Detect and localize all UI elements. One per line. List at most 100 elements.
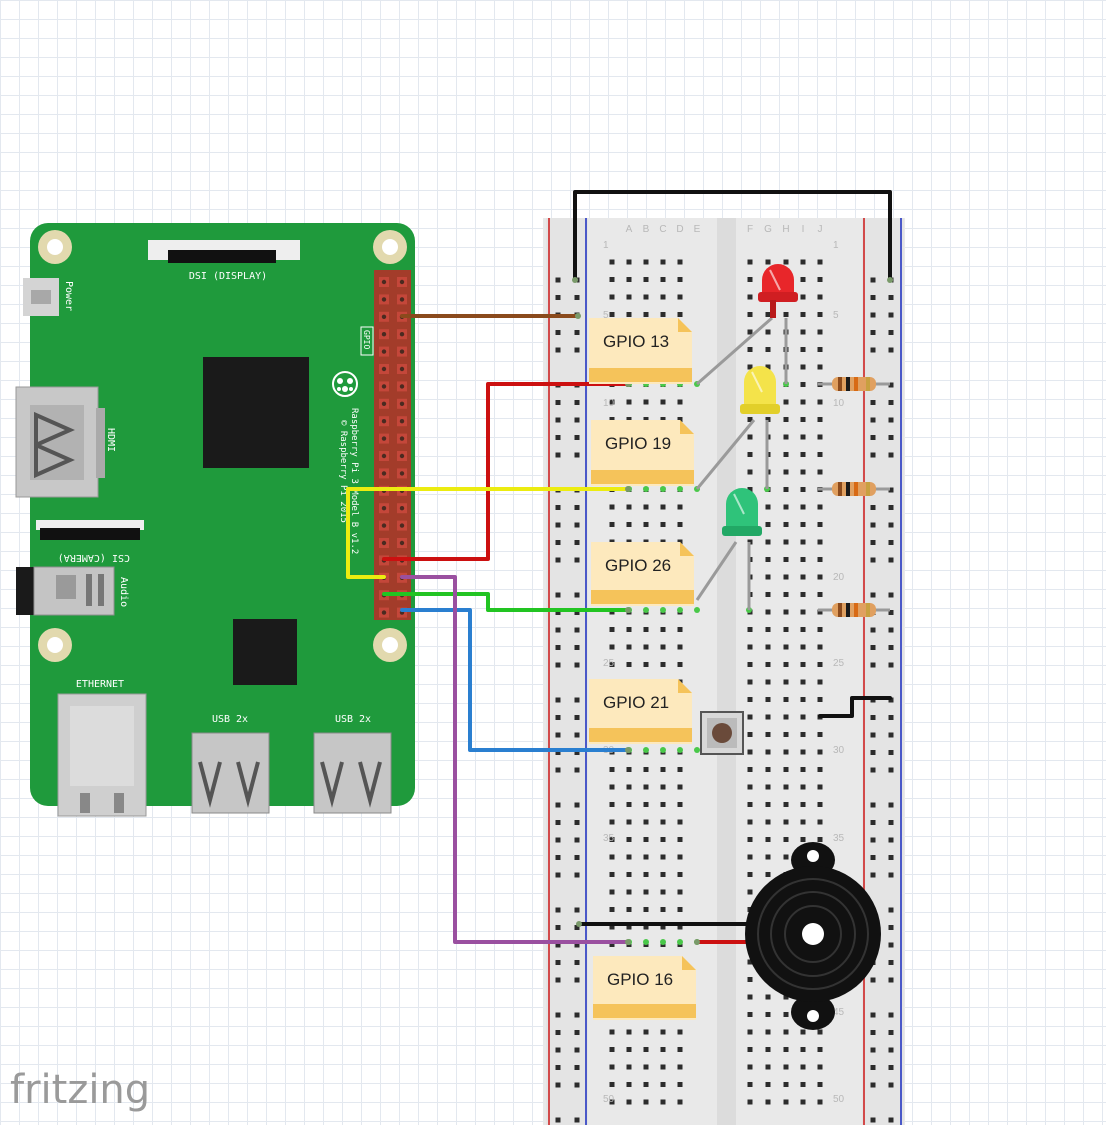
breadboard-hole xyxy=(626,277,632,282)
rail-hole xyxy=(574,1082,580,1088)
breadboard-hole xyxy=(643,1099,649,1105)
rail-hole xyxy=(574,330,580,335)
copyright-label: © Raspberry Pi 2015 xyxy=(338,420,348,523)
breadboard-hole xyxy=(800,364,806,370)
breadboard-hole xyxy=(677,819,683,825)
raspberry-logo xyxy=(332,371,358,397)
breadboard-hole xyxy=(747,819,753,825)
row-number: 25 xyxy=(833,658,845,669)
breadboard-hole xyxy=(765,574,771,580)
breadboard-hole xyxy=(660,399,666,405)
column-letter: D xyxy=(676,224,683,235)
connected-hole xyxy=(643,939,649,945)
rail-hole xyxy=(555,960,561,965)
rail-hole xyxy=(574,610,580,615)
breadboard-hole xyxy=(765,662,771,667)
breadboard-hole xyxy=(626,872,632,877)
note-gpio-26: GPIO 26 xyxy=(591,542,694,606)
breadboard-hole xyxy=(747,1099,753,1105)
breadboard-hole xyxy=(800,277,806,282)
breadboard-hole xyxy=(660,259,666,265)
breadboard-hole xyxy=(817,434,823,440)
rail-hole xyxy=(870,312,876,318)
breadboard-hole xyxy=(765,872,771,877)
note-gpio-16: GPIO 16 xyxy=(593,956,696,1020)
rail-hole xyxy=(870,1082,876,1088)
connected-hole xyxy=(694,607,700,613)
breadboard-hole xyxy=(817,399,823,405)
row-number: 5 xyxy=(833,310,839,321)
rail-hole xyxy=(574,837,580,843)
rail-hole xyxy=(555,1047,561,1053)
breadboard-hole xyxy=(817,662,823,667)
breadboard-hole xyxy=(626,1029,632,1035)
breadboard-hole xyxy=(817,329,823,335)
breadboard-hole xyxy=(783,399,789,405)
breadboard-hole xyxy=(817,259,823,265)
rail-hole xyxy=(555,1065,561,1070)
rail-hole xyxy=(870,330,876,335)
breadboard-hole xyxy=(609,924,615,930)
row-number: 10 xyxy=(833,398,845,409)
note-label: GPIO 21 xyxy=(603,693,669,712)
breadboard-hole xyxy=(765,679,771,685)
row-number: 25 xyxy=(603,658,615,669)
rail-hole xyxy=(555,1030,561,1035)
resistor-2 xyxy=(818,482,890,496)
breadboard-hole xyxy=(660,1082,666,1087)
breadboard-hole xyxy=(800,1099,806,1105)
rail-hole xyxy=(574,417,580,423)
breadboard-hole xyxy=(817,837,823,842)
gpio-notes: GPIO 13 GPIO 19 GPIO 26 GPIO 21 GPIO 16 xyxy=(589,318,696,1020)
rail-hole xyxy=(574,295,580,300)
breadboard-hole xyxy=(747,469,753,475)
rail-hole xyxy=(574,872,580,878)
rail-hole xyxy=(574,977,580,983)
breadboard-hole xyxy=(817,574,823,580)
usb-lan-chip xyxy=(233,619,297,685)
breadboard-hole xyxy=(609,854,615,860)
rail-hole xyxy=(555,347,561,353)
breadboard-hole xyxy=(800,574,806,580)
rail-hole xyxy=(888,417,894,423)
breadboard-hole xyxy=(817,469,823,475)
piezo-buzzer xyxy=(745,842,881,1030)
breadboard-hole xyxy=(783,802,789,807)
breadboard-hole xyxy=(817,417,823,422)
rail-hole xyxy=(888,1082,894,1088)
rail-hole xyxy=(870,592,876,598)
breadboard-hole xyxy=(609,784,615,790)
row-number: 30 xyxy=(833,745,845,756)
breadboard-hole xyxy=(626,907,632,912)
gpio-header xyxy=(374,270,411,620)
column-letter: A xyxy=(626,224,633,235)
rail-hole xyxy=(888,1117,894,1123)
breadboard-hole xyxy=(660,294,666,300)
breadboard-hole xyxy=(817,1082,823,1087)
breadboard-hole xyxy=(800,1064,806,1070)
row-number: 35 xyxy=(833,833,845,844)
breadboard-hole xyxy=(626,312,632,317)
rail-hole xyxy=(870,1047,876,1053)
breadboard-hole xyxy=(747,294,753,300)
rail-hole xyxy=(870,645,876,650)
row-number: 50 xyxy=(603,1094,615,1105)
breadboard-hole xyxy=(783,1012,789,1017)
rail-hole xyxy=(870,715,876,720)
breadboard-hole xyxy=(800,434,806,440)
rail-hole xyxy=(555,872,561,878)
breadboard-hole xyxy=(643,1047,649,1052)
breadboard-hole xyxy=(643,1029,649,1035)
breadboard-hole xyxy=(783,574,789,580)
breadboard-hole xyxy=(800,1047,806,1052)
rail-hole xyxy=(870,732,876,738)
breadboard-hole xyxy=(783,1099,789,1105)
usb-port-right: USB 2x xyxy=(313,714,392,814)
breadboard-hole xyxy=(609,277,615,282)
breadboard-hole xyxy=(747,767,753,772)
breadboard-hole xyxy=(800,819,806,825)
push-button xyxy=(700,711,744,755)
breadboard-hole xyxy=(817,679,823,685)
breadboard-hole xyxy=(783,417,789,422)
rail-hole xyxy=(574,820,580,825)
